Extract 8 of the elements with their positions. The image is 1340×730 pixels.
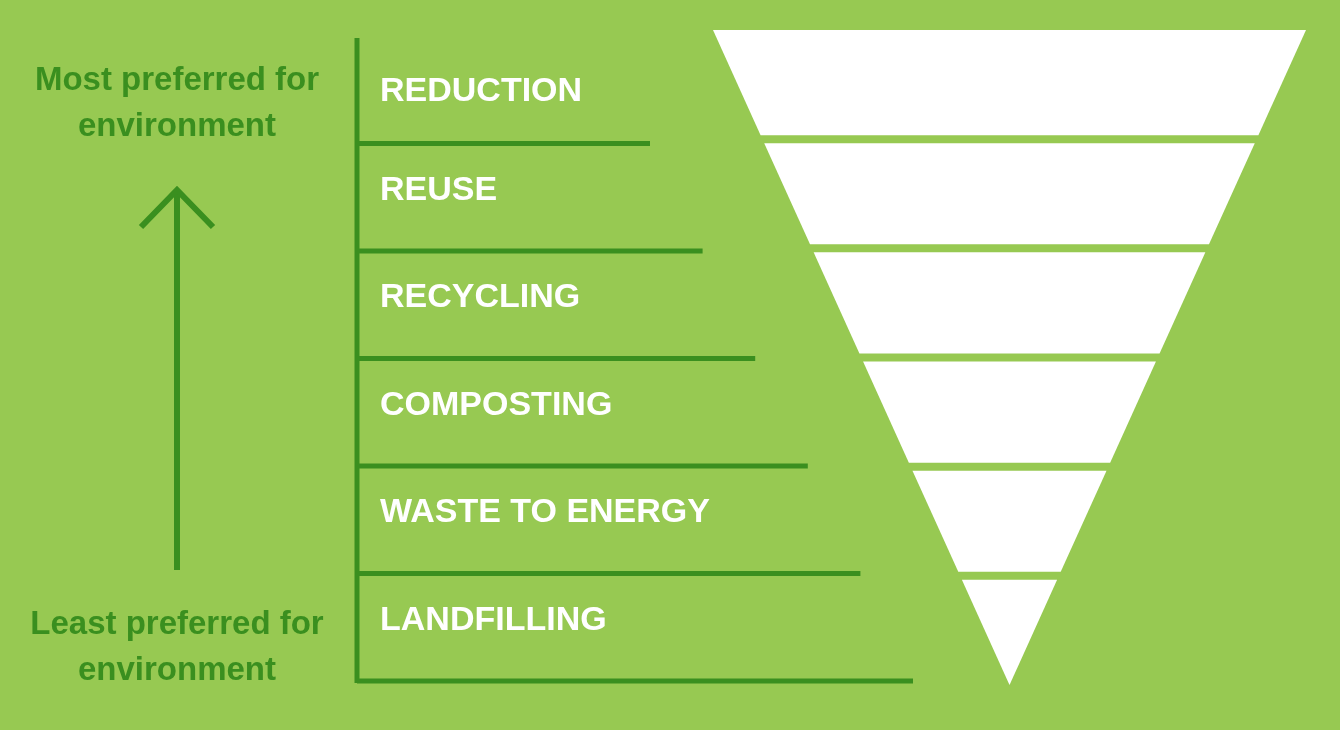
hierarchy-level-label: WASTE TO ENERGY (380, 490, 710, 530)
hierarchy-level-label: COMPOSTING (380, 382, 613, 423)
hierarchy-level-label: REUSE (380, 167, 498, 208)
scale-end-label: Most preferred for environment (33, 59, 321, 145)
scale-end-label: Least preferred for environment (29, 603, 325, 689)
hierarchy-level-label: REDUCTION (380, 69, 583, 109)
hierarchy-level-label: RECYCLING (380, 275, 581, 315)
hierarchy-level-label: LANDFILLING (380, 597, 607, 638)
